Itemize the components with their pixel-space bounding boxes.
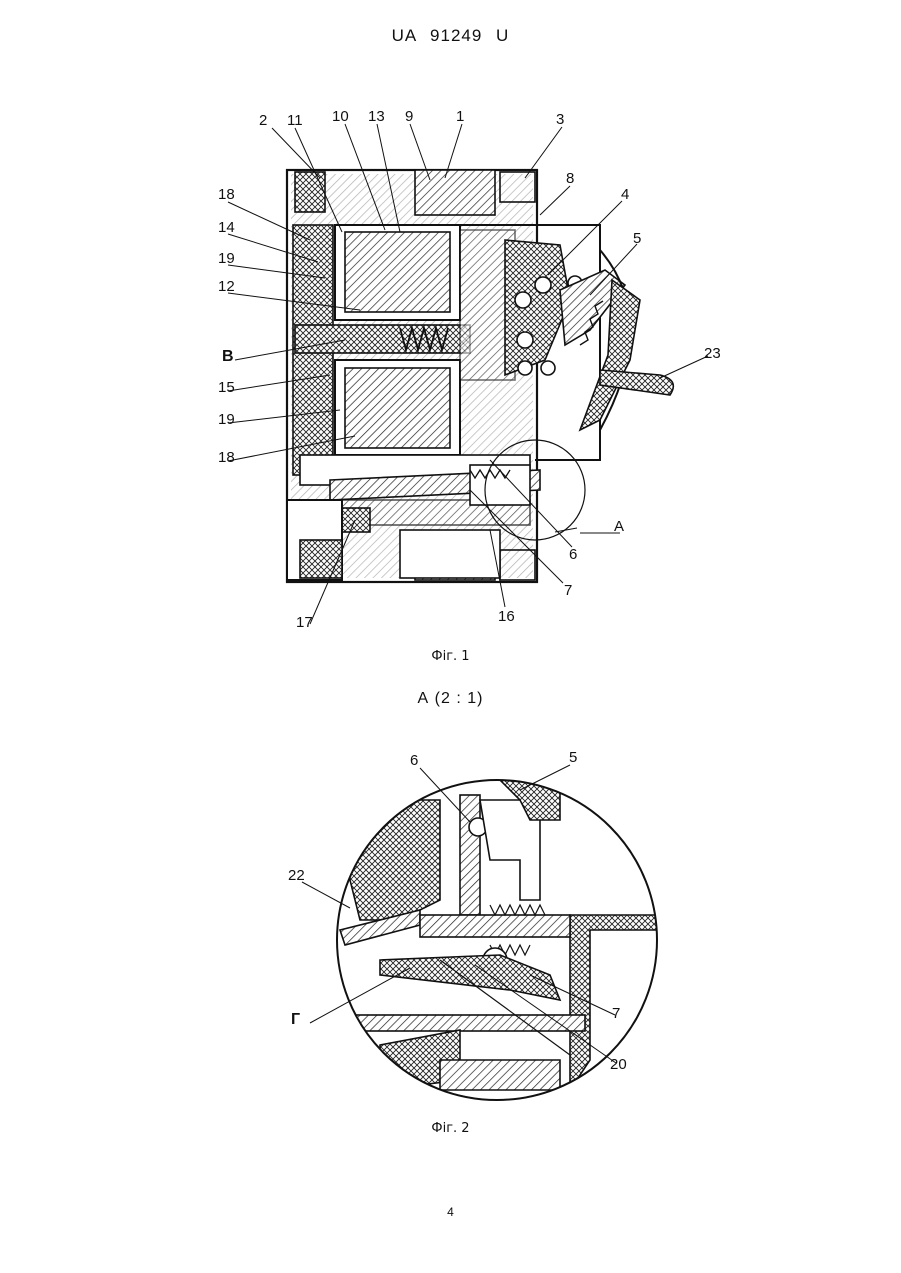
fig1-label-8: 8	[566, 170, 574, 187]
fig1-label-19-top: 19	[218, 250, 235, 267]
page-number: 4	[0, 1205, 901, 1219]
fig2-label-5: 5	[569, 749, 577, 766]
fig1-label-18-top: 18	[218, 186, 235, 203]
fig1-label-17: 17	[296, 614, 313, 631]
fig1-label-19-bottom: 19	[218, 411, 235, 428]
fig1-label-14: 14	[218, 219, 235, 236]
fig1-label-1: 1	[456, 108, 464, 125]
fig1-label-B: В	[222, 348, 234, 365]
fig1-label-3: 3	[556, 111, 564, 128]
fig1-label-11: 11	[287, 112, 303, 129]
figure-2-body	[330, 780, 670, 1100]
fig1-label-10: 10	[332, 108, 349, 125]
fig2-label-G: Г	[291, 1011, 300, 1028]
fig2-label-20: 20	[610, 1056, 627, 1073]
fig2-label-22: 22	[288, 867, 305, 884]
figure-1-caption: Фіг. 1	[0, 649, 901, 664]
fig2-label-7: 7	[612, 1005, 620, 1022]
fig1-label-15: 15	[218, 379, 235, 396]
fig1-label-5: 5	[633, 230, 641, 247]
fig2-label-6: 6	[410, 752, 418, 769]
fig1-label-A: А	[614, 518, 624, 535]
detail-view-title: А (2 : 1)	[0, 690, 901, 708]
fig1-label-18-bottom: 18	[218, 449, 235, 466]
fig1-label-23: 23	[704, 345, 721, 362]
figure-2-caption: Фіг. 2	[0, 1121, 901, 1136]
fig1-label-16: 16	[498, 608, 515, 625]
fig1-label-4: 4	[621, 186, 629, 203]
fig1-label-12: 12	[218, 278, 235, 295]
fig1-label-7: 7	[564, 582, 572, 599]
fig1-label-6: 6	[569, 546, 577, 563]
fig1-label-9: 9	[405, 108, 413, 125]
fig1-label-13: 13	[368, 108, 385, 125]
fig1-label-2: 2	[259, 112, 267, 129]
